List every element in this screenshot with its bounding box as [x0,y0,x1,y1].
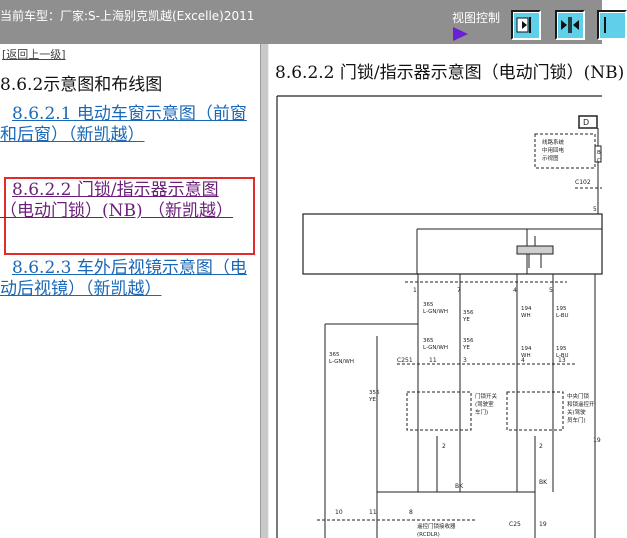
connector-label: C251 [397,357,413,364]
diagram-label: 员车门) [567,416,586,424]
wire-label: 356 [463,338,474,344]
wire-label: 194 [521,346,532,352]
toc-pane: [返回上一级] 8.6.2示意图和布线图 8.6.2.1 电动车窗示意图（前窗和… [0,44,260,538]
diagram-label: 门锁开关 [475,392,498,400]
wire-label: 365 [423,338,434,344]
pin-label: 19 [539,521,547,528]
wire-label: 356 [463,310,474,316]
diagram-label: (驾驶室 [475,400,494,408]
door-lock-wiring-diagram: D 线路系统 中用回电 示视图 B C C102 5 1 7 4 5 [276,95,603,538]
wire-label: 365 [329,352,340,358]
diagram-label: 中央门锁 [567,392,590,400]
wire-label: L-BU [556,313,569,319]
wire-label: 194 [521,306,532,312]
diagram-title: 8.6.2.2 门锁/指示器示意图（电动门锁）(NB) [275,63,625,83]
wire-label: YE [462,345,470,351]
pin-label: 11 [429,357,437,364]
connector-label: C102 [575,179,591,186]
selection-highlight [4,177,255,255]
toc-link-side-mirrors[interactable]: 8.6.2.3 车外后视镜示意图（电动后视镜）（新凯越） [0,258,247,299]
diagram-label: 示视图 [542,154,559,162]
wire-label: YE [368,397,376,403]
wire-label: YE [462,317,470,323]
diagram-label: (RCDLR) [417,532,440,538]
pin-label: 2 [442,443,446,450]
wire-label: WH [521,313,531,319]
pane-splitter[interactable] [260,44,269,538]
current-vehicle-title: 当前车型：厂家:S-上海别克凯越(Excelle)2011 [0,9,255,23]
diagram-label: C25 [509,521,521,528]
pin-label: 5 [549,287,553,294]
pin-label: 11 [369,509,377,516]
play-triangle-icon[interactable] [453,27,468,41]
section-title: 8.6.2示意图和布线图 [0,75,163,95]
pin-label: 8 [409,509,413,516]
diagram-label: 和锁遥控开 [567,400,595,408]
wire-label: 365 [423,302,434,308]
toc-link-door-locks[interactable]: 8.6.2.2 门锁/指示器示意图（电动门锁）(NB) （新凯越） [0,180,234,221]
diagram-label: BK [455,483,464,490]
wire-label: 195 [556,346,567,352]
diagram-label: 关(驾驶 [567,408,586,416]
pin-label: 19 [593,437,601,444]
diagram-label: B [597,150,601,156]
split-view-button[interactable] [555,10,585,40]
hide-left-pane-icon [604,17,606,33]
diagram-label: 车门) [475,408,488,416]
pin-label: 5 [593,206,597,213]
wire-label: 195 [556,306,567,312]
diagram-label: 中用回电 [542,146,565,154]
pin-label: 4 [521,357,525,364]
wire-label: L-GN/WH [423,309,448,315]
pin-label: 4 [513,287,517,294]
toolbar: 当前车型：厂家:S-上海别克凯越(Excelle)2011 视图控制 [0,0,627,44]
diagram-label: C [597,158,601,164]
view-control-label: 视图控制 [452,11,501,25]
hide-left-pane-button[interactable] [597,10,627,40]
wire-label: 356 [369,390,380,396]
split-view-icon [561,17,579,33]
show-left-pane-button[interactable] [511,10,541,40]
pin-label: 2 [539,443,543,450]
back-link[interactable]: [返回上一级] [2,48,66,61]
content-pane: 8.6.2.2 门锁/指示器示意图（电动门锁）(NB) D 线路系统 中用回电 … [269,44,624,538]
wire-label: WH [521,353,531,359]
diagram-label: 遥控门锁接收器 [417,522,456,530]
diagram-label: BK [539,479,548,486]
wire-label: L-GN/WH [329,359,354,365]
wire-label: L-GN/WH [423,345,448,351]
diagram-label: 线路系统 [542,138,565,146]
wire-label: L-BU [556,353,569,359]
toc-link-power-windows[interactable]: 8.6.2.1 电动车窗示意图（前窗和后窗）（新凯越） [0,104,247,145]
pin-label: 1 [413,287,417,294]
pin-label: 7 [457,287,461,294]
show-left-pane-icon [516,17,531,33]
pin-label: 10 [335,509,343,516]
pin-label: 3 [463,357,467,364]
pin-label: 13 [558,357,566,364]
pin-label: D [583,118,589,127]
